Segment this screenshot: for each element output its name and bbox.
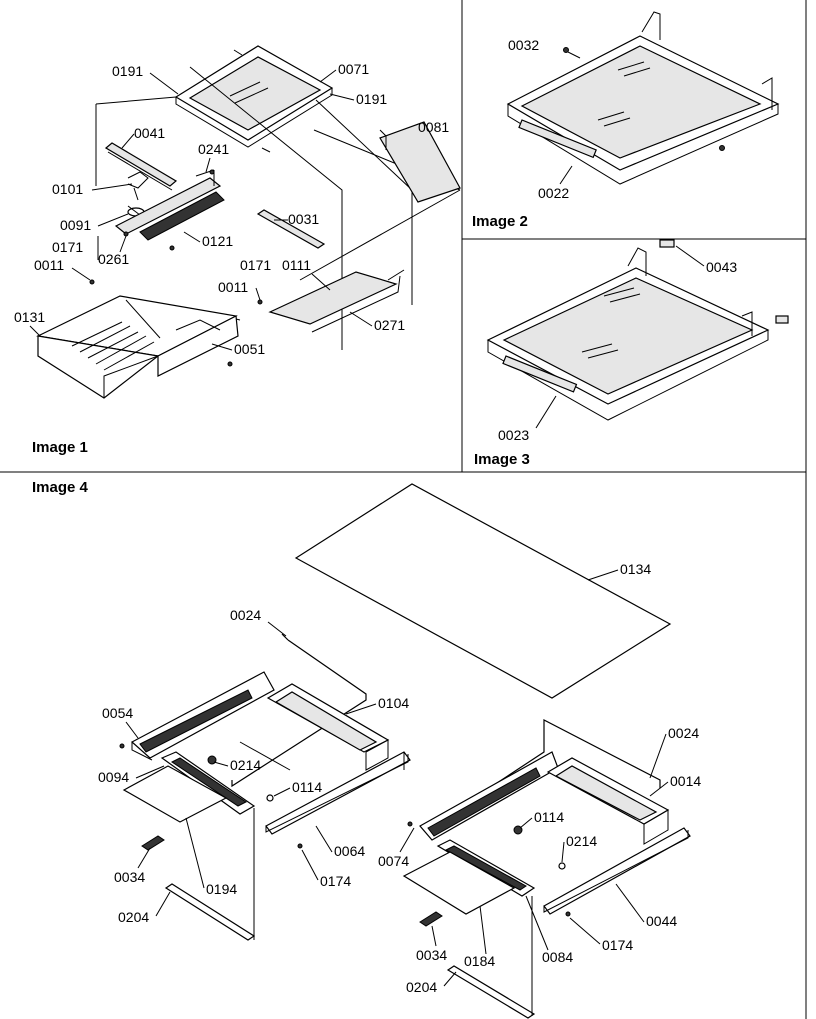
label-0064: 0064 — [334, 843, 365, 859]
label-0034-b: 0034 — [416, 947, 447, 963]
image1-bracket-0101 — [127, 171, 149, 201]
image2-drawing — [506, 11, 780, 185]
label-0024-a: 0024 — [230, 607, 261, 623]
image2-labels: 0032 0022 Image 2 — [472, 37, 573, 230]
image1-crisper-0131 — [36, 295, 239, 399]
label-0091: 0091 — [60, 217, 91, 233]
label-0174-a: 0174 — [320, 873, 351, 889]
label-0032: 0032 — [508, 37, 539, 53]
image1-caption: Image 1 — [32, 439, 88, 456]
image4-drawing — [119, 483, 691, 1019]
label-0011-b: 0011 — [218, 279, 248, 295]
label-0024-b: 0024 — [668, 725, 699, 741]
label-0081: 0081 — [418, 119, 449, 135]
image1-drawing — [36, 45, 461, 399]
label-0174-b: 0174 — [602, 937, 633, 953]
label-0194: 0194 — [206, 881, 237, 897]
label-0014: 0014 — [670, 773, 701, 789]
label-0094: 0094 — [98, 769, 129, 785]
label-0184: 0184 — [464, 953, 495, 969]
image1-bracket-0081 — [379, 121, 461, 203]
label-0171-a: 0171 — [52, 239, 83, 255]
label-0204-a: 0204 — [118, 909, 149, 925]
image4-labels: Image 4 0134 0024 0104 0054 0214 0094 01… — [32, 479, 701, 995]
image3-labels: 0043 0023 Image 3 — [474, 245, 737, 468]
label-0114-b: 0114 — [534, 809, 564, 825]
label-0041: 0041 — [134, 125, 165, 141]
label-0134: 0134 — [620, 561, 651, 577]
label-0084: 0084 — [542, 949, 573, 965]
image2-caption: Image 2 — [472, 213, 528, 230]
label-0051: 0051 — [234, 341, 265, 357]
label-0044: 0044 — [646, 913, 677, 929]
label-0071: 0071 — [338, 61, 369, 77]
label-0121: 0121 — [202, 233, 233, 249]
label-0191-b: 0191 — [356, 91, 387, 107]
glass-panel-0134 — [294, 483, 672, 699]
image1-rail-0041 — [104, 142, 178, 191]
image3-caption: Image 3 — [474, 451, 530, 468]
label-0171-b: 0171 — [240, 257, 271, 273]
image1-glass-shelf — [174, 45, 334, 153]
label-0022: 0022 — [538, 185, 569, 201]
image3-drawing — [486, 239, 789, 421]
label-0043: 0043 — [706, 259, 737, 275]
label-0034-a: 0034 — [114, 869, 145, 885]
image4-right-assembly — [402, 719, 691, 1019]
label-0214-a: 0214 — [230, 757, 261, 773]
label-0131: 0131 — [14, 309, 45, 325]
image1-screws — [89, 169, 263, 367]
label-0031: 0031 — [288, 211, 319, 227]
label-0104: 0104 — [378, 695, 409, 711]
label-0261: 0261 — [98, 251, 129, 267]
label-0023: 0023 — [498, 427, 529, 443]
label-0114-a: 0114 — [292, 779, 322, 795]
label-0054: 0054 — [102, 705, 133, 721]
image4-caption: Image 4 — [32, 479, 89, 496]
label-0191-a: 0191 — [112, 63, 143, 79]
label-0074: 0074 — [378, 853, 409, 869]
image1-labels: 0191 0071 0191 0041 0081 0241 0101 0031 … — [14, 61, 449, 456]
label-0241: 0241 — [198, 141, 229, 157]
label-0011-a: 0011 — [34, 257, 64, 273]
label-0214-b: 0214 — [566, 833, 597, 849]
label-0101: 0101 — [52, 181, 83, 197]
image1-slide-rail-0121 — [114, 169, 225, 241]
label-0111: 0111 — [282, 257, 311, 273]
image4-left-assembly — [119, 633, 411, 941]
label-0204-b: 0204 — [406, 979, 437, 995]
label-0271: 0271 — [374, 317, 405, 333]
image1-rail-0271 — [268, 269, 405, 333]
